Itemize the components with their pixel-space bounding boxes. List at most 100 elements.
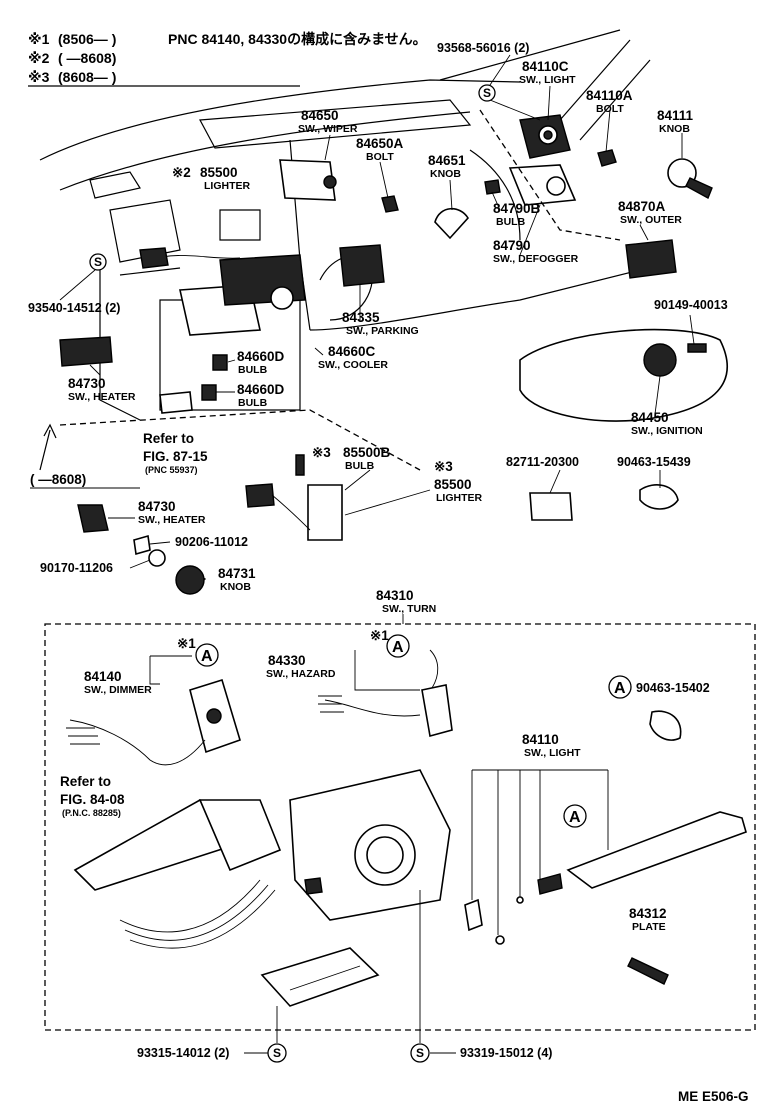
- label-84335: 84335: [342, 310, 380, 325]
- label-90463-b: 90463-15402: [636, 681, 710, 695]
- label-93319: 93319-15012 (4): [460, 1046, 552, 1060]
- bolt-icon: [597, 149, 617, 167]
- svg-text:KNOB: KNOB: [659, 123, 690, 135]
- svg-text:SW., HAZARD: SW., HAZARD: [266, 668, 336, 680]
- label-84731: 84731: [218, 566, 256, 581]
- bulb-icon: [484, 179, 501, 195]
- svg-text:SW., HEATER: SW., HEATER: [68, 391, 136, 403]
- svg-text:SW., LIGHT: SW., LIGHT: [524, 747, 581, 759]
- note1-text: PNC 84140, 84330の構成に含みません。: [168, 31, 427, 47]
- svg-text:SW., COOLER: SW., COOLER: [318, 359, 388, 371]
- label-84330-mark: ※1: [370, 628, 389, 643]
- label-85500B-mark: ※3: [312, 445, 331, 460]
- label-84650: 84650: [301, 108, 339, 123]
- svg-text:SW., HEATER: SW., HEATER: [138, 514, 206, 526]
- svg-text:KNOB: KNOB: [220, 581, 251, 593]
- refer1-line3: (PNC 55937): [145, 465, 198, 475]
- label-84730-top: 84730: [68, 376, 106, 391]
- outer-switch-icon: [625, 239, 677, 279]
- svg-text:S: S: [483, 86, 491, 100]
- svg-text:S: S: [94, 255, 102, 269]
- svg-text:SW., LIGHT: SW., LIGHT: [519, 74, 576, 86]
- svg-text:BOLT: BOLT: [366, 151, 394, 163]
- a-marker-clamp: [608, 675, 632, 699]
- label-84110C: 84110C: [522, 59, 569, 74]
- svg-text:BULB: BULB: [496, 216, 526, 228]
- note3-mark: ※3: [28, 69, 50, 85]
- wiper-switch-icon: [279, 159, 336, 201]
- s-marker-4: [410, 1043, 430, 1063]
- svg-text:SW., TURN: SW., TURN: [382, 603, 436, 615]
- refer1-line1: Refer to: [143, 431, 194, 446]
- bulb-icon-2: [201, 384, 217, 401]
- s-marker-2: [89, 253, 107, 271]
- note2-mark: ※2: [28, 50, 50, 66]
- label-84330: 84330: [268, 653, 306, 668]
- note1-range: (8506— ): [58, 31, 116, 47]
- label-85500B: 85500B: [343, 445, 391, 460]
- svg-text:SW., IGNITION: SW., IGNITION: [631, 425, 703, 437]
- clamp-icon: [639, 484, 679, 510]
- svg-text:SW., DIMMER: SW., DIMMER: [84, 684, 152, 696]
- range-8608: ( —8608): [30, 472, 86, 487]
- figure-code: ME E506-G: [678, 1089, 749, 1104]
- note1-mark: ※1: [28, 31, 50, 47]
- s-marker-3: [267, 1043, 287, 1063]
- svg-text:SW., WIPER: SW., WIPER: [298, 123, 358, 135]
- svg-text:BULB: BULB: [345, 460, 375, 472]
- note2-range: ( —8608): [58, 50, 116, 66]
- label-84310: 84310: [376, 588, 414, 603]
- svg-text:BULB: BULB: [238, 397, 268, 409]
- label-84790B: 84790B: [493, 201, 541, 216]
- label-90463-a: 90463-15439: [617, 455, 691, 469]
- note3-range: (8608— ): [58, 69, 116, 85]
- label-82711: 82711-20300: [506, 455, 579, 469]
- s-marker-1: [478, 84, 496, 102]
- clip-icon: [529, 492, 573, 521]
- label-84312: 84312: [629, 906, 667, 921]
- label-84660C: 84660C: [328, 344, 376, 359]
- svg-text:LIGHTER: LIGHTER: [204, 180, 250, 192]
- label-85500-top-mark: ※2: [172, 165, 191, 180]
- connector-icon: [260, 947, 380, 1007]
- refer1-line2: FIG. 87-15: [143, 449, 208, 464]
- upper-components: [59, 114, 729, 595]
- assembly-boundary: [44, 623, 756, 1031]
- bulb-icon-1: [212, 354, 228, 371]
- svg-text:KNOB: KNOB: [430, 168, 461, 180]
- svg-text:LIGHTER: LIGHTER: [436, 492, 482, 504]
- label-85500-mark: ※3: [434, 459, 453, 474]
- label-90206: 90206-11012: [175, 535, 248, 549]
- refer2-line1: Refer to: [60, 774, 111, 789]
- a-marker-hazard: [386, 634, 410, 658]
- label-90170: 90170-11206: [40, 561, 113, 575]
- label-90149: 90149-40013: [654, 298, 728, 312]
- label-84450: 84450: [631, 410, 669, 425]
- label-84660D-1: 84660D: [237, 349, 285, 364]
- label-84140: 84140: [84, 669, 122, 684]
- label-85500: 85500: [434, 477, 472, 492]
- label-93315: 93315-14012 (2): [137, 1046, 229, 1060]
- column-cover-icon: [519, 328, 729, 422]
- upper-labels: 93568-56016 (2) S 84110C SW., LIGHT 8411…: [28, 41, 728, 593]
- plate-icon: [627, 957, 669, 985]
- label-84110: 84110: [522, 732, 559, 747]
- knob-lower-icon: [175, 565, 205, 595]
- label-84730: 84730: [138, 499, 176, 514]
- leader-lines-upper: [30, 54, 695, 580]
- a-marker-light: [563, 804, 587, 828]
- refer2-line3: (P.N.C. 88285): [62, 808, 121, 818]
- refer2-line2: FIG. 84-08: [60, 792, 125, 807]
- svg-text:BULB: BULB: [238, 364, 268, 376]
- svg-text:A: A: [614, 680, 626, 697]
- svg-text:S: S: [416, 1046, 424, 1060]
- heater-switch-icon: [59, 336, 113, 367]
- instrument-panel: [39, 29, 651, 421]
- svg-text:A: A: [392, 639, 404, 656]
- clamp-lower-icon: [649, 710, 682, 741]
- label-84660D-2: 84660D: [237, 382, 285, 397]
- svg-text:SW., OUTER: SW., OUTER: [620, 214, 682, 226]
- svg-text:A: A: [201, 648, 213, 665]
- bottom-labels: 93315-14012 (2) S S 93319-15012 (4) ME E…: [137, 890, 749, 1104]
